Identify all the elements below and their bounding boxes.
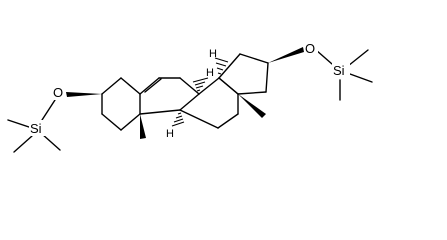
oxygen-atom-c3: O	[53, 85, 63, 100]
silicon-atom-c16: Si	[333, 63, 345, 78]
bond-c2-c3	[101, 77, 122, 95]
hash-h14	[214, 57, 229, 75]
bond-c8-c14	[198, 77, 220, 95]
bond-c11-c9	[179, 109, 219, 129]
bond-c5-c10	[120, 113, 141, 131]
ring-a	[101, 77, 141, 131]
bond-si16-me1	[347, 49, 369, 67]
ring-b	[139, 77, 200, 115]
bond-c17-c13	[237, 91, 267, 95]
bond-c7-c8	[179, 77, 200, 95]
c16-o-wedge	[268, 47, 304, 63]
bond-si3-me1	[7, 119, 33, 129]
bond-c9-c10	[139, 109, 181, 115]
bond-o16-si16	[315, 49, 333, 65]
tms-ether-c16	[268, 47, 373, 101]
bond-si3-me3	[41, 133, 61, 151]
bond-c16-c17	[265, 62, 269, 93]
bond-c15-c16	[239, 53, 269, 64]
bond-si3-me2	[13, 135, 33, 153]
methyl-c19-wedge	[140, 114, 146, 139]
hydrogen-atom-h14: H	[209, 48, 217, 60]
bond-c4-c5	[101, 113, 122, 131]
bond-o3-si3	[41, 99, 56, 121]
bond-c12-c11	[217, 113, 239, 129]
ring-d	[218, 53, 269, 95]
bond-c8-c9	[179, 93, 200, 111]
bond-double-inner	[144, 78, 162, 93]
bond-c1-c2	[120, 77, 141, 95]
tms-ether-c3	[7, 92, 102, 153]
hash-h9	[171, 112, 185, 127]
silicon-atom-c3: Si	[30, 121, 42, 136]
hydrogen-atom-h9: H	[166, 128, 174, 140]
bond-si16-me2	[349, 73, 373, 83]
hydrogen-atom-h8: H	[206, 67, 214, 79]
bond-c5a-c6	[139, 77, 160, 95]
c3-o-wedge	[66, 92, 102, 97]
oxygen-atom-c16: O	[305, 41, 315, 56]
steroid-structure-diagram: O Si O Si H H H	[7, 40, 373, 153]
bond-c13-c14-shared	[218, 77, 239, 95]
bond-c14-c15	[218, 53, 241, 79]
hash-h8	[192, 77, 209, 92]
methyl-c18-wedge	[238, 94, 266, 118]
